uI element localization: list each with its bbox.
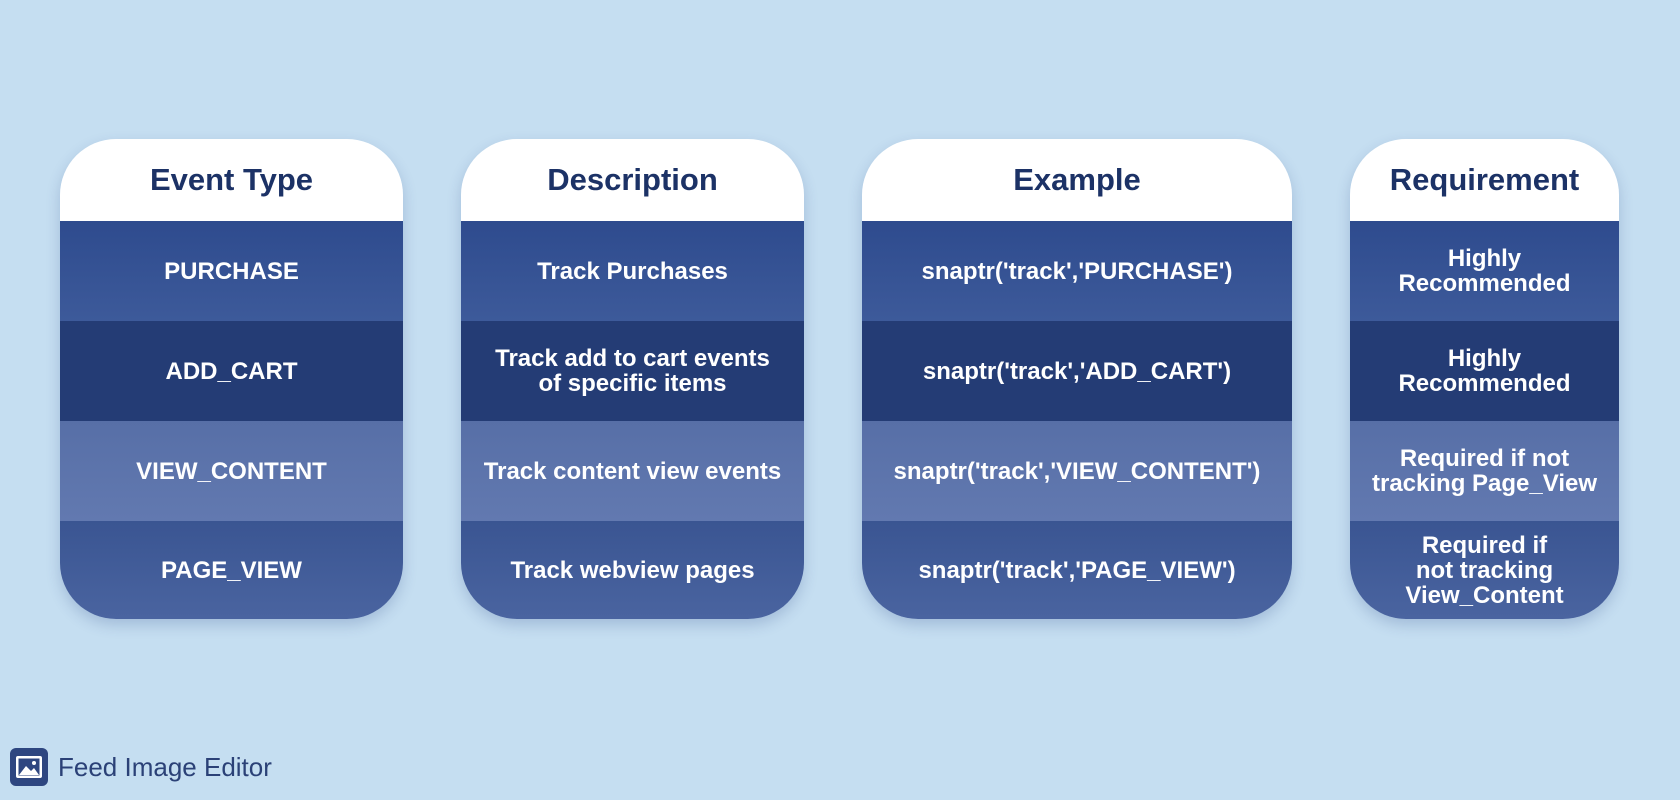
cell-example-add-cart: snaptr('track','ADD_CART') [862, 321, 1292, 421]
cell-event-type-add-cart: ADD_CART [60, 321, 403, 421]
column-example: Example snaptr('track','PURCHASE') snapt… [862, 139, 1292, 619]
cell-event-type-page-view: PAGE_VIEW [60, 521, 403, 619]
event-table: Event Type PURCHASE ADD_CART VIEW_CONTEN… [60, 139, 1619, 619]
brand-name: Feed Image Editor [58, 751, 272, 782]
cell-description-purchase: Track Purchases [461, 221, 804, 321]
cell-example-view-content: snaptr('track','VIEW_CONTENT') [862, 421, 1292, 521]
column-header-description: Description [461, 139, 804, 221]
image-icon [10, 748, 48, 786]
cell-event-type-purchase: PURCHASE [60, 221, 403, 321]
cell-description-view-content: Track content view events [461, 421, 804, 521]
cell-event-type-view-content: VIEW_CONTENT [60, 421, 403, 521]
brand-footer[interactable]: Feed Image Editor [10, 748, 272, 786]
column-header-example: Example [862, 139, 1292, 221]
column-description: Description Track Purchases Track add to… [461, 139, 804, 619]
cell-description-page-view: Track webview pages [461, 521, 804, 619]
cell-example-purchase: snaptr('track','PURCHASE') [862, 221, 1292, 321]
column-header-event-type: Event Type [60, 139, 403, 221]
cell-example-page-view: snaptr('track','PAGE_VIEW') [862, 521, 1292, 619]
column-header-requirement: Requirement [1350, 139, 1619, 221]
column-event-type: Event Type PURCHASE ADD_CART VIEW_CONTEN… [60, 139, 403, 619]
